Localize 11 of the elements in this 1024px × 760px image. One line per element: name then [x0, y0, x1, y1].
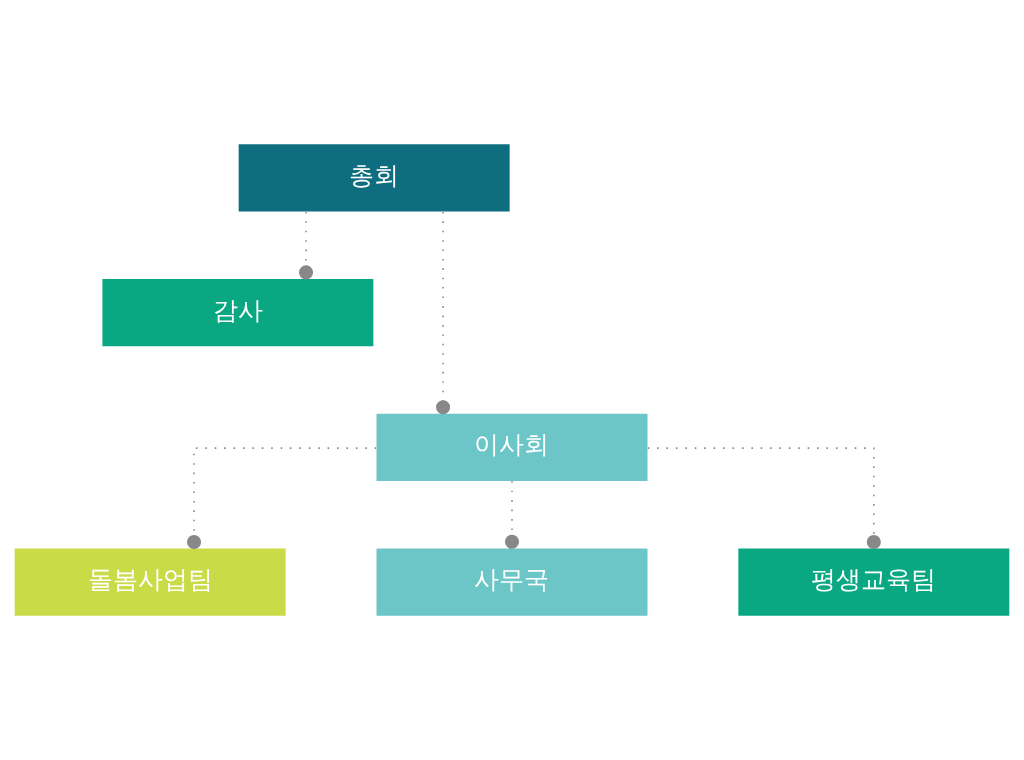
node-box: 감사	[102, 278, 374, 347]
connector	[436, 211, 451, 415]
connector	[298, 211, 314, 280]
connector	[187, 447, 377, 550]
connector	[504, 480, 520, 549]
node-box: 총회	[238, 144, 510, 212]
node-box: 사무국	[376, 548, 648, 616]
connector	[646, 447, 881, 550]
node-box: 돌봄사업팀	[14, 548, 286, 616]
node-box: 평생교육팀	[738, 548, 1010, 616]
node-box: 이사회	[376, 413, 648, 482]
